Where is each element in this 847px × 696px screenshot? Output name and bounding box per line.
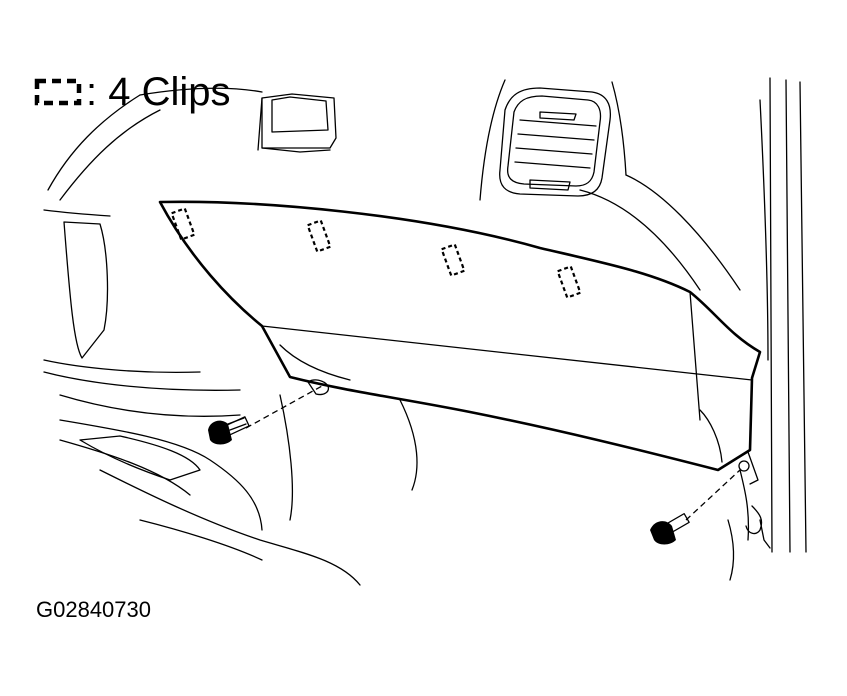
- clip-marker-2: [306, 219, 332, 253]
- switch-opening: [257, 93, 337, 153]
- clip-marker-3: [440, 243, 466, 277]
- air-vent: [499, 87, 612, 197]
- dashed-rectangle-clip-icon: [34, 78, 82, 106]
- door-frame-lines: [759, 77, 807, 553]
- left-screw: [208, 379, 330, 445]
- clip-markers: [170, 207, 582, 299]
- dashboard-contours: [47, 79, 741, 291]
- clip-marker-4: [556, 265, 582, 299]
- clip-legend-text: : 4 Clips: [86, 70, 231, 114]
- left-console: [43, 209, 241, 417]
- figure-id: G02840730: [36, 597, 151, 622]
- lower-finish-panel: [158, 200, 762, 472]
- right-screw: [650, 451, 759, 545]
- right-bracket: [727, 469, 771, 581]
- lower-trim-lines: [59, 394, 418, 586]
- clip-marker-1: [170, 207, 196, 241]
- clip-legend: : 4 Clips: [34, 66, 231, 118]
